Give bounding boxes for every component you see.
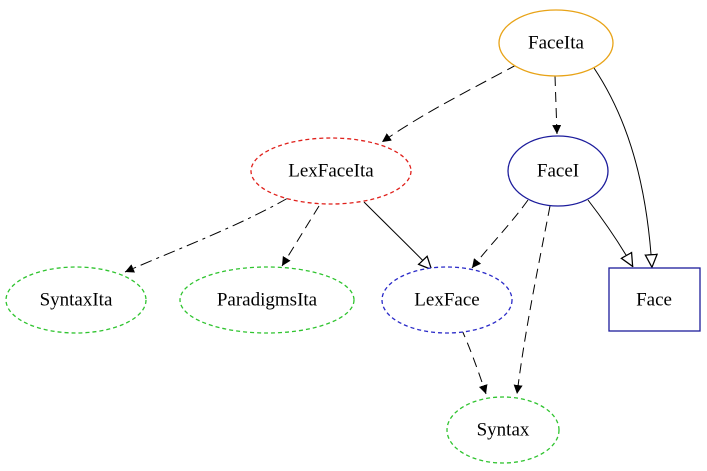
node-lexfaceita-shape — [250, 137, 412, 205]
edge-lexfaceita-syntaxita — [124, 197, 289, 273]
node-facei[interactable]: FaceI — [507, 135, 609, 207]
node-syntaxita[interactable]: SyntaxIta — [5, 266, 147, 334]
node-lexface[interactable]: LexFace — [381, 266, 513, 334]
node-lexface-label: LexFace — [414, 290, 479, 311]
node-face-label: Face — [636, 290, 672, 311]
node-paradigmsita[interactable]: ParadigmsIta — [179, 266, 355, 334]
node-syntaxita-label: SyntaxIta — [40, 290, 113, 311]
node-syntax-label: Syntax — [477, 420, 530, 441]
node-lexfaceita-label: LexFaceIta — [288, 161, 374, 182]
edge-faceita-facei — [552, 75, 562, 135]
node-syntaxita-shape — [5, 266, 147, 334]
node-paradigmsita-label: ParadigmsIta — [217, 290, 318, 311]
edge-lexface-syntax — [460, 327, 488, 395]
node-facei-shape — [507, 135, 609, 207]
node-lexface-shape — [381, 266, 513, 334]
edge-lexfaceita-paradigmsita — [281, 205, 320, 267]
node-face-shape — [608, 267, 701, 332]
node-lexfaceita[interactable]: LexFaceIta — [250, 137, 412, 205]
edges — [124, 63, 652, 395]
node-facei-label: FaceI — [537, 161, 579, 182]
node-syntax[interactable]: Syntax — [446, 396, 560, 464]
node-face[interactable]: Face — [608, 267, 701, 332]
edge-facei-face — [587, 199, 634, 267]
node-faceita-shape — [498, 9, 614, 77]
edge-lexfaceita-lexface — [363, 201, 432, 270]
edge-facei-lexface — [471, 199, 529, 269]
edge-faceita-face — [593, 67, 652, 268]
node-faceita[interactable]: FaceIta — [498, 9, 614, 77]
edge-facei-syntax — [513, 205, 551, 395]
node-paradigmsita-shape — [179, 266, 355, 334]
node-faceita-label: FaceIta — [528, 33, 584, 54]
node-syntax-shape — [446, 396, 560, 464]
edge-faceita-lexfaceita — [381, 63, 519, 143]
